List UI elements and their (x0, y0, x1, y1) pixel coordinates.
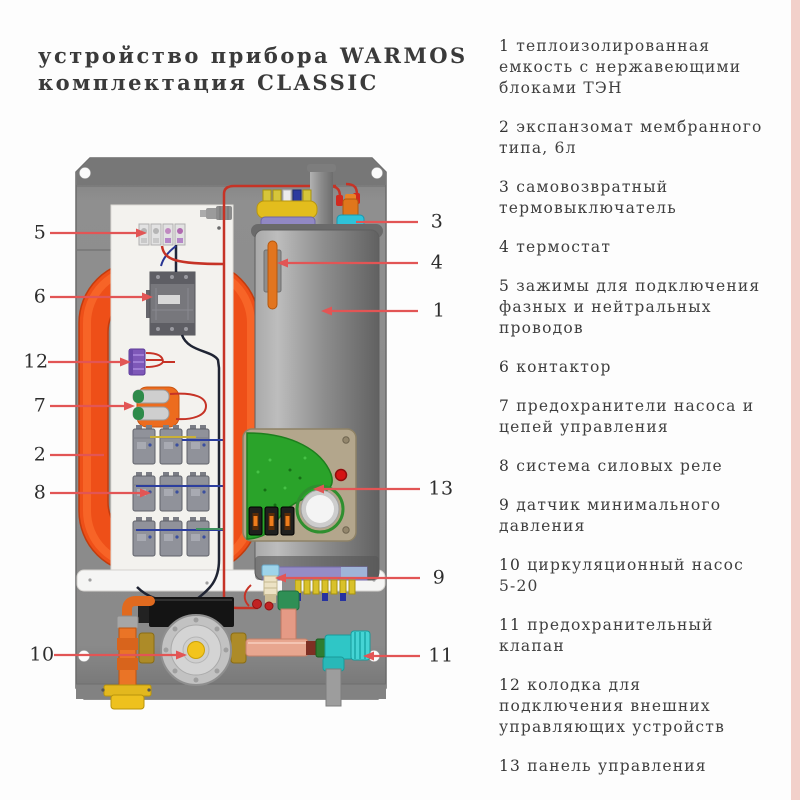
legend-item-6: 6 контактор (499, 357, 767, 378)
title-line-2: комплектация CLASSIC (38, 70, 379, 95)
legend-item-number: 9 (499, 496, 511, 514)
legend-item-10: 10 циркуляционный насос 5-20 (499, 555, 767, 597)
insulated-tank (242, 164, 383, 611)
relay (186, 517, 210, 557)
legend-item-text: колодка для подключения внешних управляю… (499, 676, 726, 736)
callout-number-12: 12 (23, 350, 49, 373)
relay (132, 472, 156, 512)
bottom-plumbing (101, 579, 371, 710)
contactor (146, 271, 196, 336)
callout-number-8: 8 (33, 481, 47, 504)
relay (186, 425, 210, 465)
legend-item-text: предохранители насоса и цепей управления (499, 397, 755, 436)
callout-number-10: 10 (29, 643, 55, 666)
thermal-cutout-switch (336, 194, 365, 230)
heating-element-block (256, 189, 318, 231)
callout-number-2: 2 (33, 443, 47, 466)
relay (159, 472, 183, 512)
legend-list: 1 теплоизолированная емкость с нержавеющ… (499, 36, 767, 777)
pressure-sensor (243, 564, 280, 611)
legend-item-number: 5 (499, 277, 511, 295)
electronics-board (110, 204, 234, 589)
mount-hole (79, 167, 91, 179)
legend-item-number: 2 (499, 118, 511, 136)
legend-item-text: контактор (510, 358, 612, 376)
legend-item-number: 13 (499, 757, 522, 775)
mount-hole (78, 650, 90, 662)
legend-item-number: 8 (499, 457, 511, 475)
legend-item-text: циркуляционный насос 5-20 (499, 556, 745, 595)
callout-number-7: 7 (33, 394, 47, 417)
callout-number-5: 5 (33, 221, 47, 244)
legend-item-13: 13 панель управления (499, 756, 767, 777)
control-terminal-block (128, 348, 146, 376)
relay (159, 425, 183, 465)
callout-number-13: 13 (428, 477, 454, 500)
legend-item-text: самовозвратный термовыключатель (499, 178, 677, 217)
legend-item-7: 7 предохранители насоса и цепей управлен… (499, 396, 767, 438)
legend-item-number: 6 (499, 358, 511, 376)
legend-item-text: датчик минимального давления (499, 496, 722, 535)
fuse-holders (132, 386, 180, 428)
legend-item-2: 2 экспанзомат мембранного типа, 6л (499, 117, 767, 159)
page-title: устройство прибора WARMOS комплектация C… (38, 42, 468, 96)
callout-number-6: 6 (33, 285, 47, 308)
status-led (334, 468, 348, 482)
legend-item-number: 11 (499, 616, 522, 634)
legend-item-number: 4 (499, 238, 511, 256)
legend-item-text: экспанзомат мембранного типа, 6л (499, 118, 763, 157)
callout-number-4: 4 (430, 251, 444, 274)
legend-item-text: термостат (510, 238, 612, 256)
legend-item-text: система силовых реле (510, 457, 723, 475)
legend-item-number: 1 (499, 37, 511, 55)
legend-item-4: 4 термостат (499, 237, 767, 258)
callout-number-1: 1 (432, 299, 446, 322)
legend-item-number: 3 (499, 178, 511, 196)
legend-item-3: 3 самовозвратный термовыключатель (499, 177, 767, 219)
legend-item-text: панель управления (521, 757, 707, 775)
relay (159, 517, 183, 557)
callout-number-9: 9 (432, 566, 446, 589)
thermostat (263, 240, 282, 310)
legend-item-12: 12 колодка для подключения внешних управ… (499, 675, 767, 738)
legend-item-text: зажимы для подключения фазных и нейтраль… (499, 277, 761, 337)
legend-item-9: 9 датчик минимального давления (499, 495, 767, 537)
legend-item-11: 11 предохранительный клапан (499, 615, 767, 657)
mount-hole (371, 167, 383, 179)
legend-item-number: 12 (499, 676, 522, 694)
drain-pipe (325, 668, 342, 707)
page-edge-strip (791, 0, 800, 800)
legend-item-text: теплоизолированная емкость с нержавеющим… (499, 37, 742, 97)
legend-item-text: предохранительный клапан (499, 616, 714, 655)
relay (132, 425, 156, 465)
relay (186, 472, 210, 512)
title-line-1: устройство прибора WARMOS (38, 43, 468, 68)
legend-item-1: 1 теплоизолированная емкость с нержавеющ… (499, 36, 767, 99)
legend-item-8: 8 система силовых реле (499, 456, 767, 477)
legend-item-5: 5 зажимы для подключения фазных и нейтра… (499, 276, 767, 339)
power-relays (132, 425, 210, 557)
callout-number-3: 3 (430, 210, 444, 233)
callout-number-11: 11 (428, 644, 454, 667)
rocker-switches (248, 506, 295, 536)
control-panel (242, 428, 357, 542)
legend-item-number: 7 (499, 397, 511, 415)
legend-item-number: 10 (499, 556, 522, 574)
relay (132, 517, 156, 557)
circulation-pump (160, 614, 232, 686)
safety-valve (322, 630, 371, 707)
